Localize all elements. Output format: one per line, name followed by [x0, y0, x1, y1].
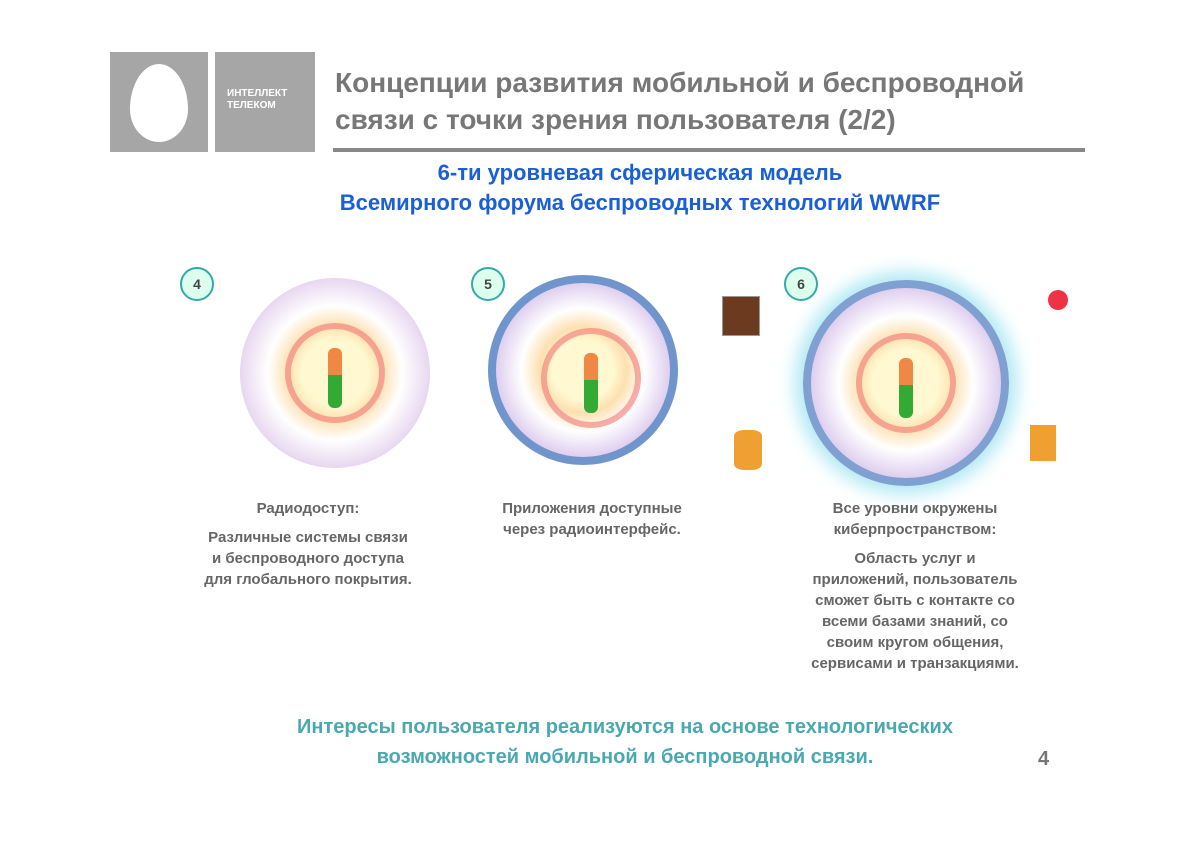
- subtitle-line: Всемирного форума беспроводных технологи…: [339, 190, 941, 215]
- level-badge: 5: [471, 267, 505, 301]
- caption-level-5: Приложения доступные через радиоинтерфей…: [462, 498, 722, 540]
- pacman-icon: [1048, 290, 1068, 310]
- caption-line: Область услуг и: [854, 550, 976, 567]
- radio-ring: [285, 323, 385, 423]
- caption-line: сервисами и транзакциями.: [811, 655, 1019, 672]
- conclusion-line: возможностей мобильной и беспроводной св…: [376, 746, 874, 768]
- page-title: Концепции развития мобильной и беспровод…: [335, 64, 1024, 138]
- conclusion-text: Интересы пользователя реализуются на осн…: [200, 712, 1050, 772]
- sphere-level-5: [488, 275, 678, 465]
- caption-line: Все уровни окружены: [832, 500, 998, 517]
- level-badge: 4: [180, 267, 214, 301]
- conclusion-line: Интересы пользователя реализуются на осн…: [297, 716, 953, 738]
- title-line: Концепции развития мобильной и беспровод…: [335, 67, 1025, 98]
- page-number: 4: [1038, 748, 1050, 770]
- radio-ring: [541, 328, 641, 428]
- sphere-level-4: [240, 278, 430, 468]
- caption-line: Приложения доступные: [502, 500, 682, 517]
- person-avatar-icon: [722, 296, 760, 336]
- cube-icon: [1030, 425, 1056, 461]
- user-figure-icon: [584, 353, 598, 413]
- user-figure-icon: [899, 358, 913, 418]
- egg-logo-icon: [130, 64, 188, 142]
- caption-line: сможет быть с контакте со: [815, 592, 1015, 609]
- title-divider: [333, 148, 1085, 152]
- title-line: связи с точки зрения пользователя (2/2): [335, 104, 896, 135]
- caption-line: через радиоинтерфейс.: [503, 521, 681, 538]
- caption-heading: киберпространством:: [833, 521, 997, 538]
- radio-ring: [856, 333, 956, 433]
- caption-line: и беспроводного доступа: [212, 550, 404, 567]
- caption-line: всеми базами знаний, со: [822, 613, 1008, 630]
- caption-line: приложений, пользователь: [812, 571, 1018, 588]
- brand-line: ИНТЕЛЛЕКТ: [227, 88, 288, 99]
- caption-line: Различные системы связи: [208, 529, 408, 546]
- brand-line: ТЕЛЕКОМ: [227, 100, 276, 111]
- caption-line: своим кругом общения,: [826, 634, 1004, 651]
- database-icon: [734, 430, 762, 470]
- caption-heading: Радиодоступ:: [256, 500, 360, 517]
- subtitle-line: 6-ти уровневая сферическая модель: [437, 160, 843, 185]
- caption-level-4: Радиодоступ: Различные системы связи и б…: [178, 498, 438, 590]
- caption-line: для глобального покрытия.: [204, 571, 412, 588]
- logo-egg-tile: [110, 52, 208, 152]
- user-figure-icon: [328, 348, 342, 408]
- level-badge: 6: [784, 267, 818, 301]
- sphere-level-6: [803, 280, 1009, 486]
- caption-level-6: Все уровни окружены киберпространством: …: [775, 498, 1055, 674]
